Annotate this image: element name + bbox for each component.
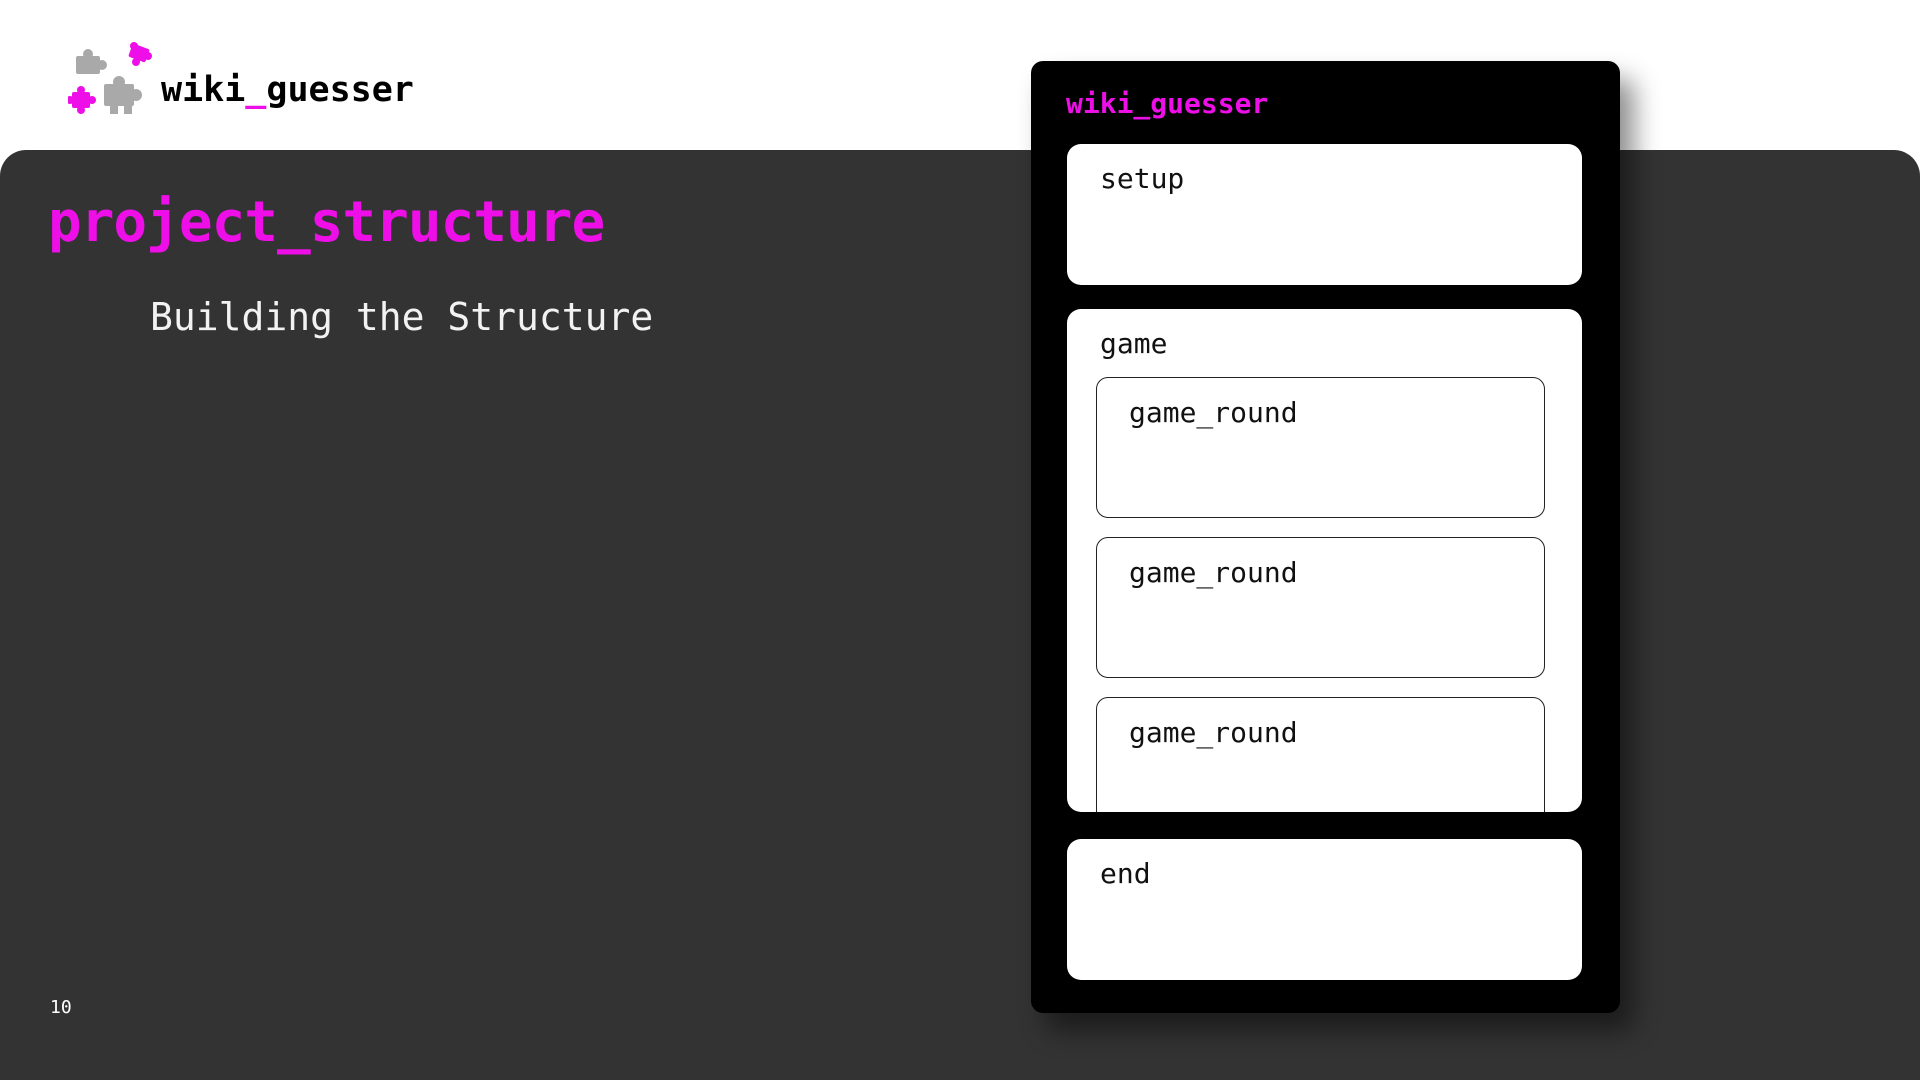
setup-label: setup	[1100, 162, 1185, 195]
slide-body	[0, 150, 1920, 1080]
end-label: end	[1100, 857, 1151, 890]
puzzle-pieces-icon	[68, 42, 152, 114]
game-label: game	[1100, 327, 1168, 360]
game-round-label: game_round	[1129, 396, 1298, 429]
structure-diagram-panel: wiki_guesser setup game game_round game_…	[1031, 61, 1620, 1013]
game-round-label: game_round	[1129, 556, 1298, 589]
slide-subtitle: Building the Structure	[150, 295, 654, 339]
brand-wordmark: wiki_guesser	[161, 70, 414, 110]
brand-separator: _	[245, 70, 267, 110]
page-number: 10	[50, 997, 72, 1018]
game-box: game game_round game_round game_round	[1067, 309, 1582, 812]
header-bar: wiki_guesser	[0, 0, 1920, 150]
game-round-box: game_round	[1096, 537, 1545, 678]
game-round-label: game_round	[1129, 716, 1298, 749]
diagram-title: wiki_guesser	[1066, 87, 1269, 120]
end-box: end	[1067, 839, 1582, 980]
setup-box: setup	[1067, 144, 1582, 285]
game-round-box: game_round	[1096, 377, 1545, 518]
brand-suffix: guesser	[266, 70, 414, 110]
game-round-box: game_round	[1096, 697, 1545, 812]
brand-prefix: wiki	[161, 70, 246, 110]
slide-title: project_structure	[48, 190, 605, 255]
